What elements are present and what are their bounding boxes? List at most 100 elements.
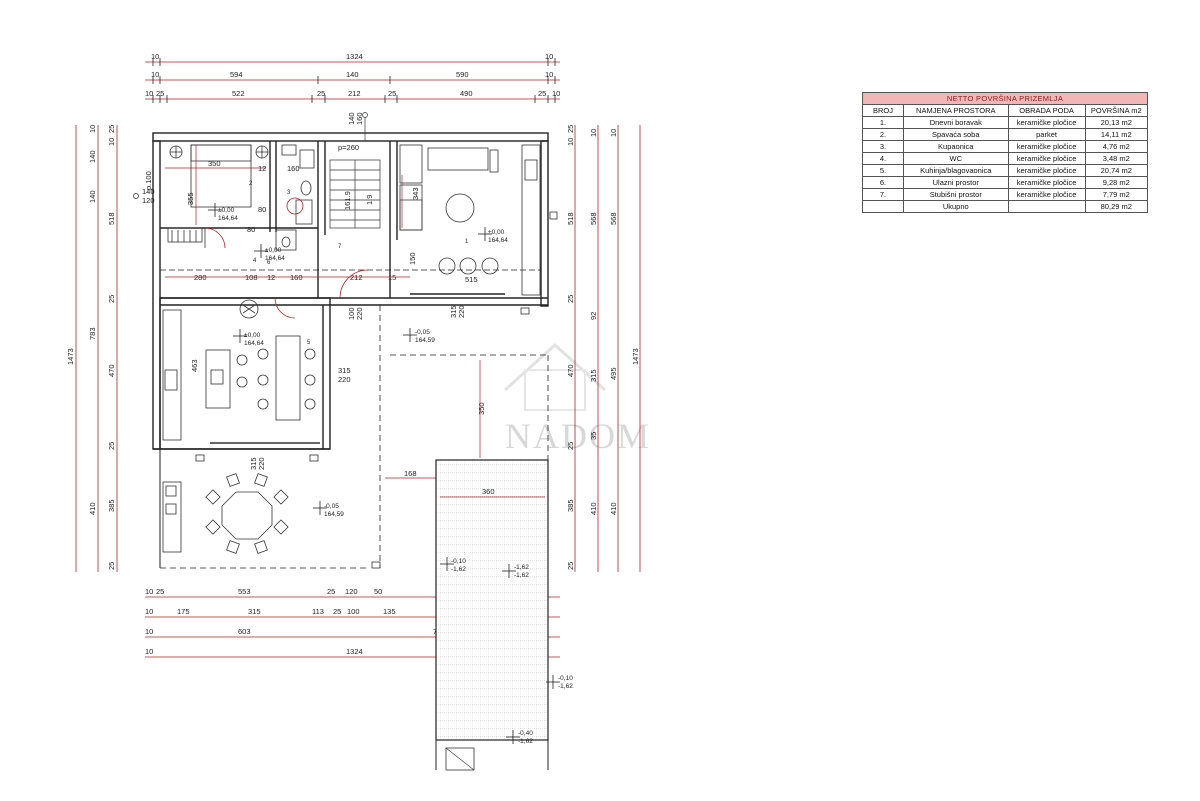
row-floor: keramičke pločice [1007, 152, 1086, 165]
row-area: 14,11 m2 [1084, 128, 1149, 141]
header-namjena: NAMJENA PROSTORA [902, 104, 1009, 117]
svg-text:25: 25 [566, 125, 575, 133]
living-room [399, 144, 541, 296]
svg-text:92: 92 [589, 312, 598, 320]
kitchen [162, 297, 320, 444]
row-floor: parket [1007, 128, 1086, 141]
corr-160: 160 [290, 273, 303, 282]
svg-text:25: 25 [566, 295, 575, 303]
door-315-a: 315 [338, 366, 351, 375]
svg-text:164,64: 164,64 [265, 255, 285, 262]
row-area: 7,79 m2 [1084, 188, 1149, 201]
door-220-d: 220 [457, 305, 466, 318]
table-row: 4. WC keramičke pločice 3,48 m2 [862, 152, 1149, 165]
door-100: 100 [347, 307, 356, 320]
building-walls [152, 132, 549, 569]
watermark-text: NADOM [505, 416, 651, 456]
svg-text:10: 10 [145, 627, 153, 636]
terrace-dining [162, 473, 289, 554]
table-row: 2. Spavaća soba parket 14,11 m2 [862, 128, 1149, 141]
row-floor: keramičke pločice [1007, 176, 1086, 189]
wc [275, 229, 297, 251]
row-num: 5. [862, 164, 904, 177]
level-terrace: -0,05 164,59 [313, 501, 344, 518]
svg-text:25: 25 [107, 562, 116, 570]
svg-text:385: 385 [107, 499, 116, 512]
bathroom [281, 144, 315, 225]
svg-text:25: 25 [333, 607, 341, 616]
svg-text:-1,62: -1,62 [558, 683, 573, 690]
room-number-2: 2 [249, 181, 253, 187]
svg-text:590: 590 [456, 70, 469, 79]
svg-text:10: 10 [566, 138, 575, 146]
header-broj: BROJ [862, 104, 904, 117]
corr-150: 150 [408, 252, 417, 265]
table-row: 5. Kuhinja/blagovaonica keramičke pločic… [862, 164, 1149, 177]
svg-text:164,64: 164,64 [488, 237, 508, 244]
svg-text:120: 120 [345, 587, 358, 596]
right-dim-labels: 25 10 518 25 470 25 385 25 10 568 92 315… [566, 125, 640, 570]
corr-280: 280 [194, 273, 207, 282]
net-area-table: NETTO POVRŠINA PRIZEMLJA BROJ NAMJENA PR… [862, 92, 1149, 213]
svg-text:25: 25 [317, 89, 325, 98]
svg-text:164,64: 164,64 [218, 215, 238, 222]
left-dim-labels: 1473 10 140 140 783 410 25 10 518 25 470… [66, 125, 116, 570]
svg-text:140: 140 [142, 187, 155, 196]
row-floor: keramičke pločice [1007, 140, 1086, 153]
svg-text:±0,00: ±0,00 [488, 229, 505, 236]
svg-text:120: 120 [142, 196, 155, 205]
svg-text:175: 175 [177, 607, 190, 616]
header-obrada: OBRADA PODA [1007, 104, 1086, 117]
bedroom-window-marker: 140 120 [133, 187, 155, 205]
pool [435, 459, 549, 771]
total-empty-2 [1007, 200, 1086, 213]
svg-text:±0,00: ±0,00 [265, 247, 282, 254]
svg-text:135: 135 [383, 607, 396, 616]
svg-text:594: 594 [230, 70, 243, 79]
svg-text:518: 518 [566, 212, 575, 225]
pool-360: 360 [482, 487, 495, 496]
door-315-b: 315 [249, 457, 258, 470]
stair-160: 160 [355, 112, 364, 125]
watermark: NADOM [503, 342, 651, 456]
svg-text:-1,62: -1,62 [451, 566, 466, 573]
room-number-5: 5 [307, 340, 311, 346]
svg-text:1324: 1324 [346, 52, 363, 61]
row-num: 3. [862, 140, 904, 153]
living-515: 515 [465, 275, 478, 284]
level-pool-bottom: -0,40 -1,62 [506, 730, 533, 745]
svg-text:783: 783 [88, 327, 97, 340]
bath-label-12: 12 [258, 164, 266, 173]
svg-text:10: 10 [145, 89, 153, 98]
svg-text:140: 140 [88, 190, 97, 203]
svg-text:140: 140 [346, 70, 359, 79]
row-floor: keramičke pločice [1007, 164, 1086, 177]
level-kitchen: ±0,00 164,64 [233, 329, 264, 347]
svg-text:10: 10 [545, 52, 553, 61]
level-pool-mid: -1,62 -1,62 [502, 564, 529, 579]
svg-text:±0,00: ±0,00 [244, 332, 261, 339]
bath-label-80: 80 [258, 205, 266, 214]
header-povrsina: POVRŠINA m2 [1084, 104, 1149, 117]
level-living: ±0,00 164,64 [478, 227, 508, 244]
corr-212: 212 [350, 273, 363, 282]
svg-text:-0,05: -0,05 [415, 329, 430, 336]
svg-text:603: 603 [238, 627, 251, 636]
table-row: 1. Dnevni boravak keramičke pločice 20,1… [862, 116, 1149, 129]
table-title-row: NETTO POVRŠINA PRIZEMLJA [862, 92, 1148, 105]
svg-text:490: 490 [460, 89, 473, 98]
svg-text:25: 25 [566, 562, 575, 570]
stair-a: 161.9 [343, 191, 352, 210]
room-number-7: 7 [338, 244, 342, 250]
corr-12: 12 [267, 273, 275, 282]
svg-text:518: 518 [107, 212, 116, 225]
bed-width-label: 350 [208, 159, 221, 168]
total-area: 80,29 m2 [1084, 200, 1149, 213]
svg-text:100: 100 [347, 607, 360, 616]
door-220-b: 220 [257, 457, 266, 470]
level-pool-top: -0,10 -1,62 [440, 557, 466, 573]
row-num: 1. [862, 116, 904, 129]
svg-text:10: 10 [589, 129, 598, 137]
table-row: 6. Ulazni prostor keramičke pločice 9,28… [862, 176, 1149, 189]
